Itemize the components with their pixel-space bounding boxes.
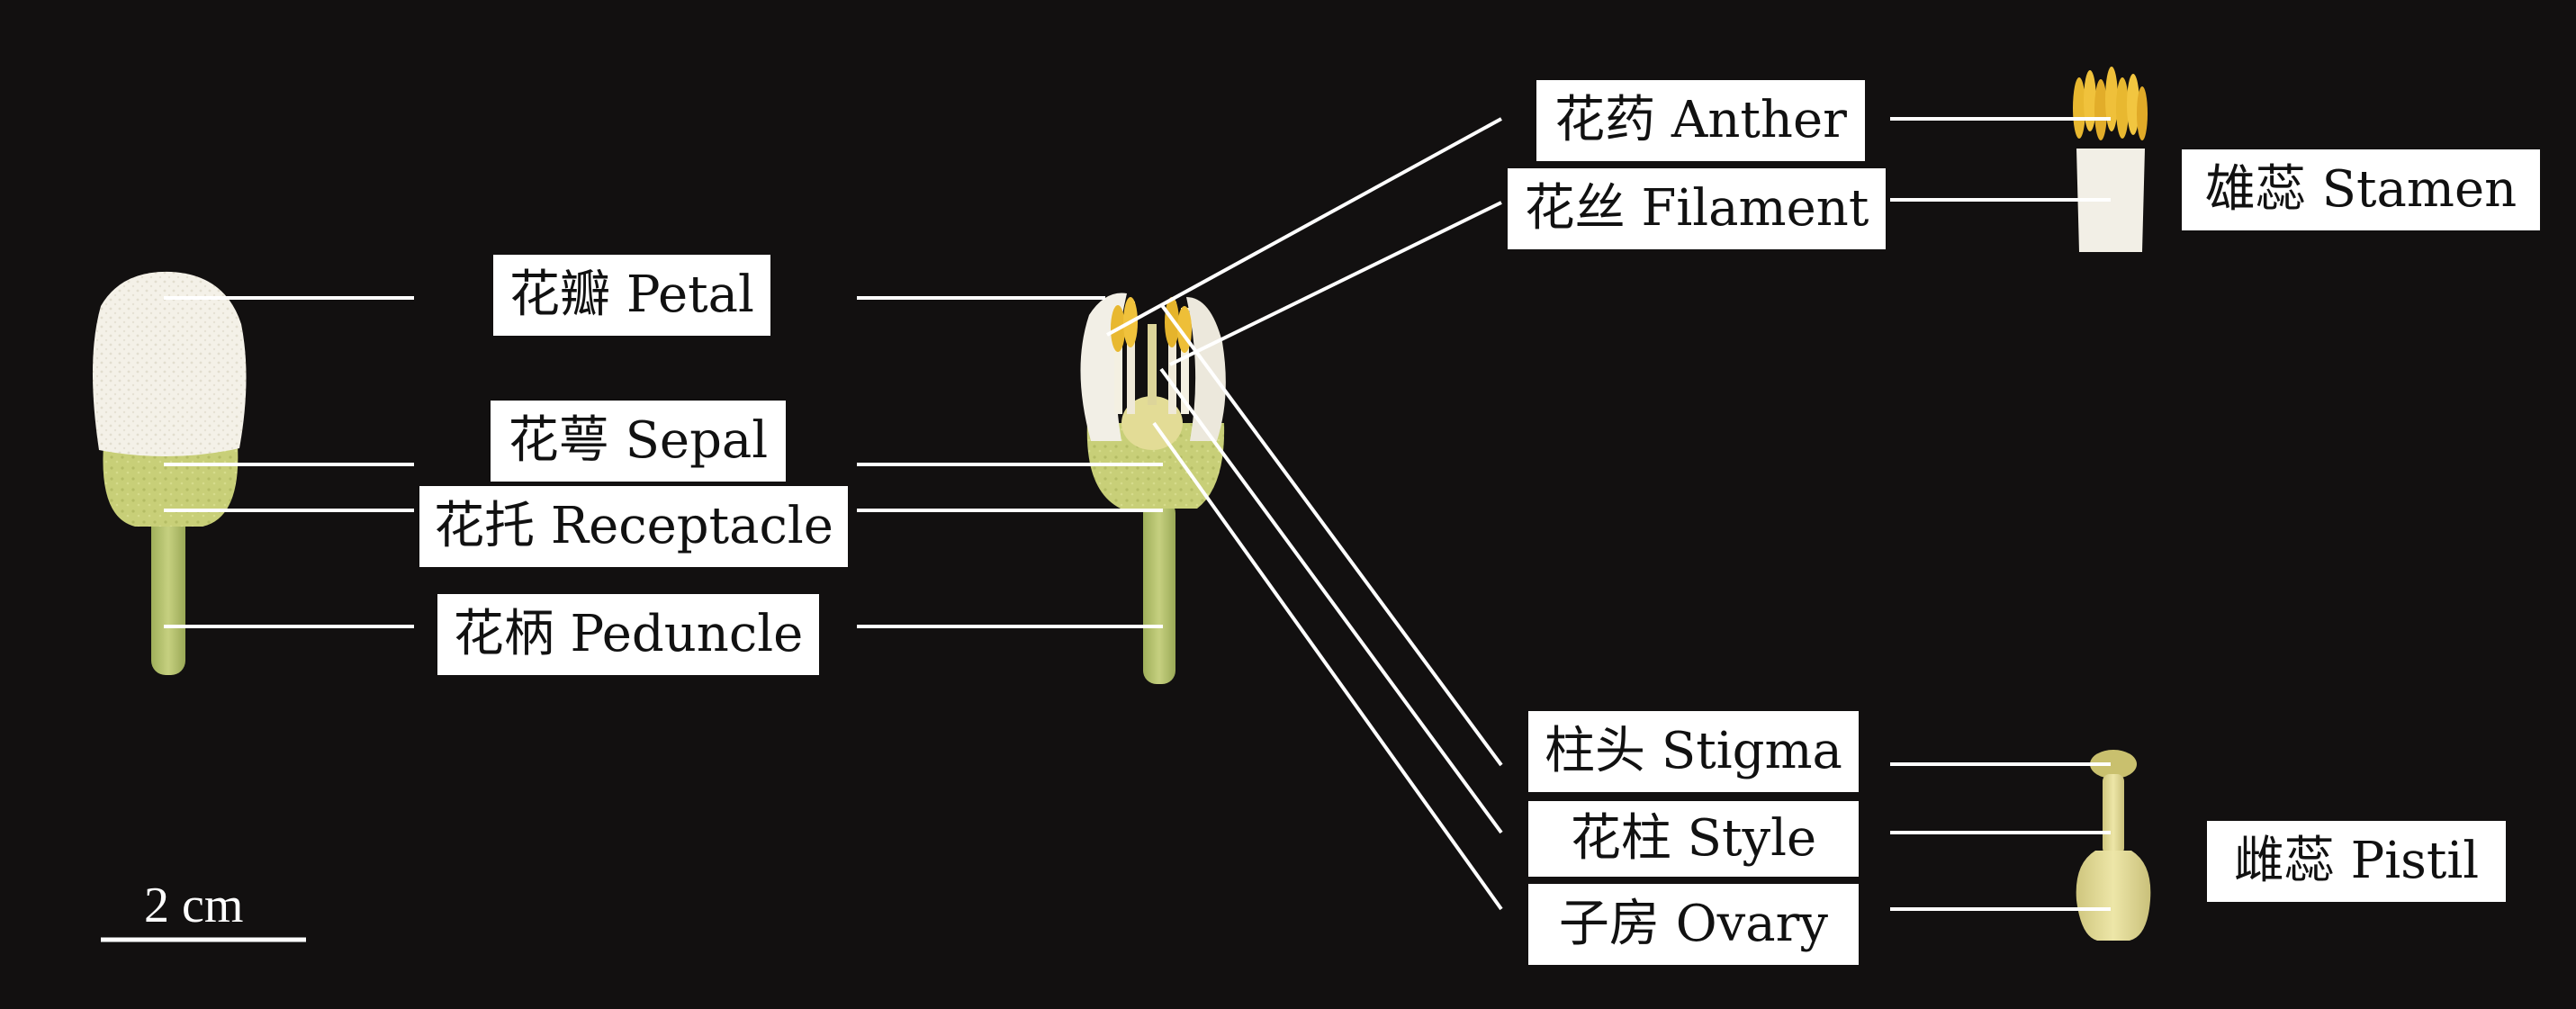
label-petal: 花瓣 Petal: [493, 255, 770, 336]
pistil-ovary: [2076, 851, 2151, 941]
label-receptacle: 花托 Receptacle: [419, 486, 848, 567]
bud-petals: [92, 271, 247, 457]
scale-bar-label: 2 cm: [144, 878, 244, 933]
label-stamen: 雄蕊 Stamen: [2182, 149, 2540, 230]
bud-receptacle-sepal: [103, 446, 239, 527]
label-stigma: 柱头 Stigma: [1528, 711, 1859, 792]
leader-lines: [164, 117, 2111, 911]
label-anther: 花药 Anther: [1536, 80, 1865, 161]
bud-peduncle: [151, 504, 185, 675]
label-style: 花柱 Style: [1528, 801, 1859, 877]
label-sepal: 花萼 Sepal: [491, 401, 786, 482]
label-pistil: 雌蕊 Pistil: [2207, 821, 2506, 902]
dissected-ovary: [1121, 396, 1183, 450]
stamen-bundle-photo: [2073, 67, 2148, 252]
pistil-photo: [2076, 750, 2151, 941]
dissected-flower-photo: [1080, 293, 1226, 684]
dissected-peduncle: [1143, 500, 1175, 684]
whole-bud-photo: [92, 271, 247, 675]
dissected-style: [1148, 324, 1157, 405]
label-filament: 花丝 Filament: [1508, 168, 1886, 249]
pistil-style: [2103, 774, 2124, 855]
label-peduncle: 花柄 Peduncle: [437, 594, 819, 675]
dissected-petal-right: [1186, 297, 1226, 441]
label-ovary: 子房 Ovary: [1528, 884, 1859, 965]
pistil-stigma: [2090, 750, 2137, 779]
stamen-anthers: [2073, 67, 2148, 140]
